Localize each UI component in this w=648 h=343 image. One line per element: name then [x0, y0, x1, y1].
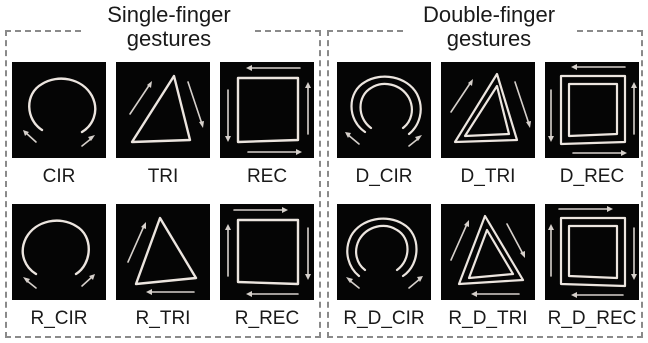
label-r-d-cir: R_D_CIR — [325, 308, 443, 330]
double-triangle-gesture-icon — [441, 62, 535, 158]
gesture-tile-cir — [12, 62, 106, 158]
double-finger-title-line1: Double-finger — [409, 3, 569, 27]
gesture-tile-r-rec — [220, 204, 314, 300]
gesture-tile-tri — [116, 62, 210, 158]
single-finger-title-line2: gestures — [89, 27, 249, 51]
label-r-d-rec: R_D_REC — [533, 308, 648, 330]
circle-gesture-icon — [12, 62, 106, 158]
gesture-tile-r-d-cir — [337, 204, 431, 300]
label-r-cir: R_CIR — [0, 308, 118, 330]
single-finger-title: Single-finger gestures — [85, 3, 253, 51]
gesture-tile-d-rec — [545, 62, 639, 158]
double-finger-title-line2: gestures — [409, 27, 569, 51]
reverse-circle-gesture-icon — [12, 204, 106, 300]
gesture-tile-d-cir — [337, 62, 431, 158]
double-finger-title: Double-finger gestures — [405, 3, 573, 51]
gesture-tile-r-d-tri — [441, 204, 535, 300]
triangle-gesture-icon — [116, 62, 210, 158]
label-r-tri: R_TRI — [104, 308, 222, 330]
label-d-cir: D_CIR — [325, 166, 443, 188]
double-rectangle-gesture-icon — [545, 62, 639, 158]
gesture-tile-r-d-rec — [545, 204, 639, 300]
reverse-double-circle-gesture-icon — [337, 204, 431, 300]
label-r-rec: R_REC — [208, 308, 326, 330]
gesture-tile-rec — [220, 62, 314, 158]
gesture-tile-r-tri — [116, 204, 210, 300]
label-cir: CIR — [0, 166, 118, 188]
reverse-double-rectangle-gesture-icon — [545, 204, 639, 300]
reverse-rectangle-gesture-icon — [220, 204, 314, 300]
label-d-tri: D_TRI — [429, 166, 547, 188]
reverse-triangle-gesture-icon — [116, 204, 210, 300]
single-finger-title-line1: Single-finger — [89, 3, 249, 27]
gesture-tile-d-tri — [441, 62, 535, 158]
label-tri: TRI — [104, 166, 222, 188]
double-circle-gesture-icon — [337, 62, 431, 158]
rectangle-gesture-icon — [220, 62, 314, 158]
label-r-d-tri: R_D_TRI — [429, 308, 547, 330]
label-rec: REC — [208, 166, 326, 188]
reverse-double-triangle-gesture-icon — [441, 204, 535, 300]
label-d-rec: D_REC — [533, 166, 648, 188]
gesture-tile-r-cir — [12, 204, 106, 300]
